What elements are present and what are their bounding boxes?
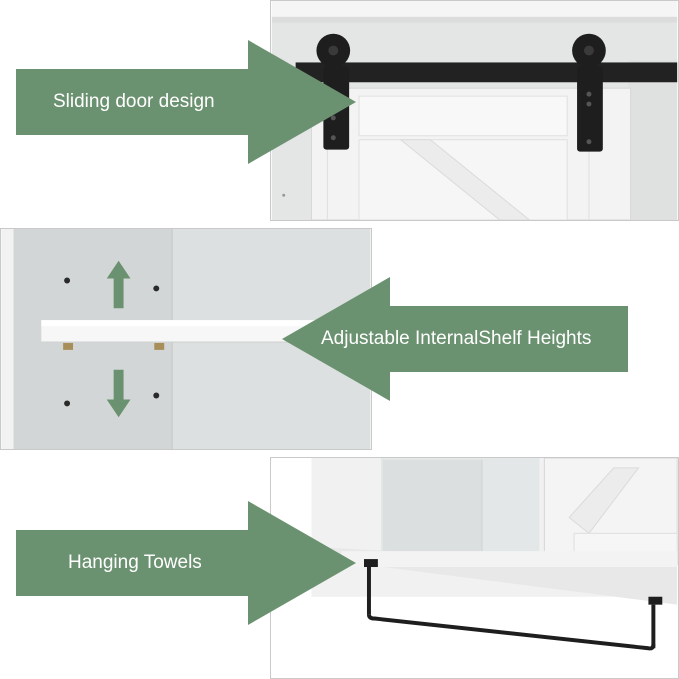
- adjustable-shelf-label: Adjustable InternalShelf Heights: [321, 328, 592, 349]
- hanging-towels-label: Hanging Towels: [68, 552, 202, 573]
- right-arrow-icon: [16, 40, 356, 164]
- sliding-door-illustration: [271, 1, 678, 220]
- left-arrow-icon: [282, 277, 628, 401]
- towel-bar-photo: [270, 457, 679, 679]
- sliding-door-label: Sliding door design: [53, 91, 215, 112]
- adjustable-shelf-callout: Adjustable InternalShelf Heights: [282, 277, 628, 401]
- hanging-towels-callout: Hanging Towels: [16, 501, 356, 625]
- right-arrow-icon: [16, 501, 356, 625]
- sliding-door-callout: Sliding door design: [16, 40, 356, 164]
- sliding-door-photo: [270, 0, 679, 221]
- towel-bar-illustration: [271, 458, 678, 678]
